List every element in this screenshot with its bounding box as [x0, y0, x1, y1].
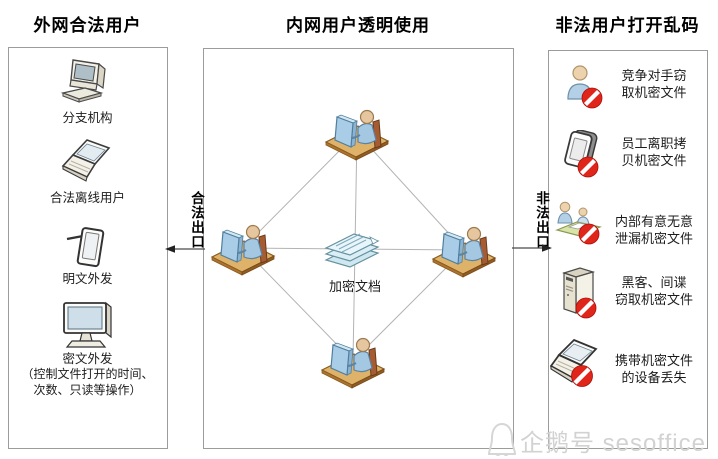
legal-offline-user-label: 合法离线用户 [49, 191, 125, 205]
laptop-icon [8, 139, 167, 192]
user-workstation-icon-top [325, 109, 389, 161]
person-ban-icon [567, 65, 603, 109]
server-ban-icon [562, 267, 597, 319]
threat-competitor-text: 竞争对手窃 取机密文件 [600, 68, 708, 101]
threat-line: 贝机密文件 [621, 152, 687, 168]
encrypted-documents-label: 加密文档 [328, 279, 381, 294]
colleagues-ban-icon [555, 201, 602, 245]
tablet-icon [8, 226, 167, 275]
watermark-brand: 企鹅号 sesoffice [520, 430, 706, 457]
center-column-title: 内网用户透明使用 [286, 16, 430, 35]
user-workstation-icon-right [432, 226, 496, 278]
monitor-icon [8, 300, 167, 357]
illegal-exit-arrow [512, 244, 552, 252]
user-workstation-icon-left [211, 224, 275, 276]
handheld-ban-icon [564, 130, 599, 178]
left-column-title: 外网合法用户 [33, 16, 142, 35]
right-column-title: 非法用户打开乱码 [555, 16, 700, 35]
threat-line: 取机密文件 [621, 84, 687, 100]
ciphertext-note-line1: （控制文件打开的时间、 [21, 367, 154, 381]
threat-line: 内部有意无意 [614, 214, 693, 229]
threat-line: 携带机密文件 [614, 353, 693, 368]
threat-line: 员工离职拷 [621, 136, 687, 151]
desktop-computer-icon [8, 57, 167, 112]
threat-employee-text: 员工离职拷 贝机密文件 [600, 136, 708, 169]
encrypted-documents-icon [324, 233, 380, 268]
threat-line: 泄漏机密文件 [614, 230, 693, 246]
internal-users-mesh [211, 109, 496, 389]
laptop-ban-icon [550, 338, 598, 387]
penguin-icon [487, 422, 517, 456]
ciphertext-outgoing-label: 密文外发 [62, 352, 113, 366]
threat-lost-device-text: 携带机密文件 的设备丢失 [600, 353, 708, 386]
plaintext-outgoing-label: 明文外发 [62, 272, 113, 286]
illegal-exit-label: 非法出口 [534, 191, 549, 249]
legal-exit-label: 合法出口 [189, 191, 204, 249]
threat-line: 的设备丢失 [621, 369, 687, 385]
legal-exit-arrow [165, 245, 205, 253]
threat-line: 窃取机密文件 [614, 291, 693, 307]
threat-internal-leak-text: 内部有意无意 泄漏机密文件 [600, 214, 708, 247]
threat-line: 黑客、间谍 [621, 275, 687, 290]
ciphertext-note-line2: 次数、只读等操作） [33, 383, 142, 397]
branch-office-label: 分支机构 [62, 111, 113, 125]
threat-line: 竞争对手窃 [621, 68, 687, 83]
threat-hacker-text: 黑客、间谍 窃取机密文件 [600, 275, 708, 308]
